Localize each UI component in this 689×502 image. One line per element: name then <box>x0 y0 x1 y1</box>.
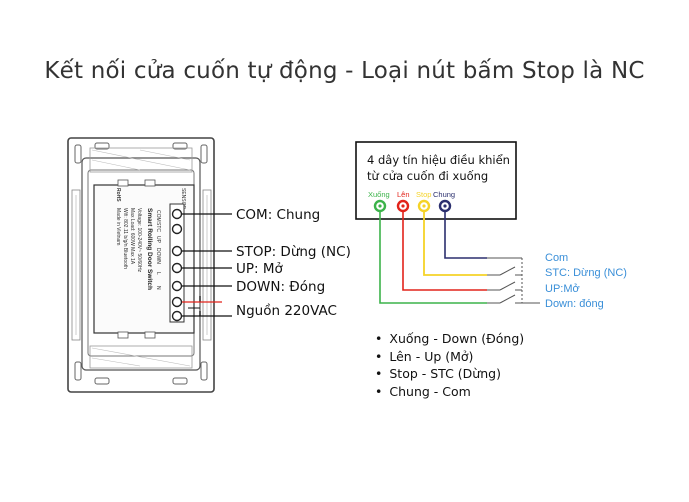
switch-label-up: UP:Mở <box>545 283 580 295</box>
term-label-stc: STC <box>155 222 161 232</box>
wire-legend-list: Xuống - Down (Đóng) Lên - Up (Mở) Stop -… <box>375 330 524 400</box>
terminal-down <box>171 280 183 292</box>
term-label-com: COM <box>155 210 161 222</box>
wire-xuong <box>379 211 487 304</box>
box-line-1: 4 dây tín hiệu điều khiển <box>367 153 510 167</box>
left-callouts <box>182 213 232 317</box>
device-brand: RoHS <box>115 188 121 202</box>
terminal-up <box>171 262 183 274</box>
label-stop: STOP: Dừng (NC) <box>236 244 351 260</box>
switch-device: Smart Rolling Door Switch Voltage: 100-2… <box>67 137 215 393</box>
switch-label-com: Com <box>545 252 568 264</box>
switch-symbols <box>487 257 540 304</box>
terminal-n <box>171 310 183 322</box>
device-spec-1: Voltage: 100-240V~ 50/60Hz <box>136 208 142 273</box>
device-sensor-label: SENSOR <box>180 188 186 210</box>
switch-label-down: Down: đóng <box>545 298 604 310</box>
term-label-n: N <box>155 286 161 290</box>
terminal-com <box>171 208 183 220</box>
mount-slot <box>200 144 208 164</box>
legend-item-len: Lên - Up (Mở) <box>375 348 524 366</box>
wire-stop <box>423 211 487 276</box>
mount-slot <box>200 361 208 381</box>
terminal-l <box>171 296 183 308</box>
legend-item-chung: Chung - Com <box>375 383 524 401</box>
device-spec-3: Wifi: 802.11 b/g/n Bluetooth <box>122 208 128 269</box>
label-com: COM: Chung <box>236 207 320 223</box>
legend-item-xuong: Xuống - Down (Đóng) <box>375 330 524 348</box>
mount-slot <box>74 361 82 381</box>
legend-item-stop: Stop - STC (Dừng) <box>375 365 524 383</box>
device-name: Smart Rolling Door Switch <box>146 208 153 290</box>
wire-len <box>402 211 487 291</box>
term-label-up: UP <box>155 236 161 244</box>
device-spec-4: Made in Vietnam <box>115 208 121 245</box>
terminal-stc-top <box>171 223 183 235</box>
label-up: UP: Mở <box>236 261 284 277</box>
terminal-stop <box>171 245 183 257</box>
wire-label-len: Lên <box>397 190 410 199</box>
page-title: Kết nối cửa cuốn tự động - Loại nút bấm … <box>44 58 645 84</box>
mount-slot <box>74 144 82 164</box>
label-down: DOWN: Đóng <box>236 279 325 295</box>
wire-label-chung: Chung <box>433 190 455 199</box>
term-label-l: L <box>155 272 161 275</box>
term-label-down: DOWN <box>155 248 161 264</box>
wire-label-xuong: Xuống <box>368 190 390 199</box>
label-power: Nguồn 220VAC <box>236 302 337 319</box>
device-spec-2: Max Load: 600W Max 1A <box>129 208 135 265</box>
wire-chung <box>444 211 487 259</box>
wire-label-stop: Stop <box>416 190 431 199</box>
switch-label-stc: STC: Dừng (NC) <box>545 267 627 279</box>
box-line-2: từ cửa cuốn đi xuống <box>367 169 488 183</box>
